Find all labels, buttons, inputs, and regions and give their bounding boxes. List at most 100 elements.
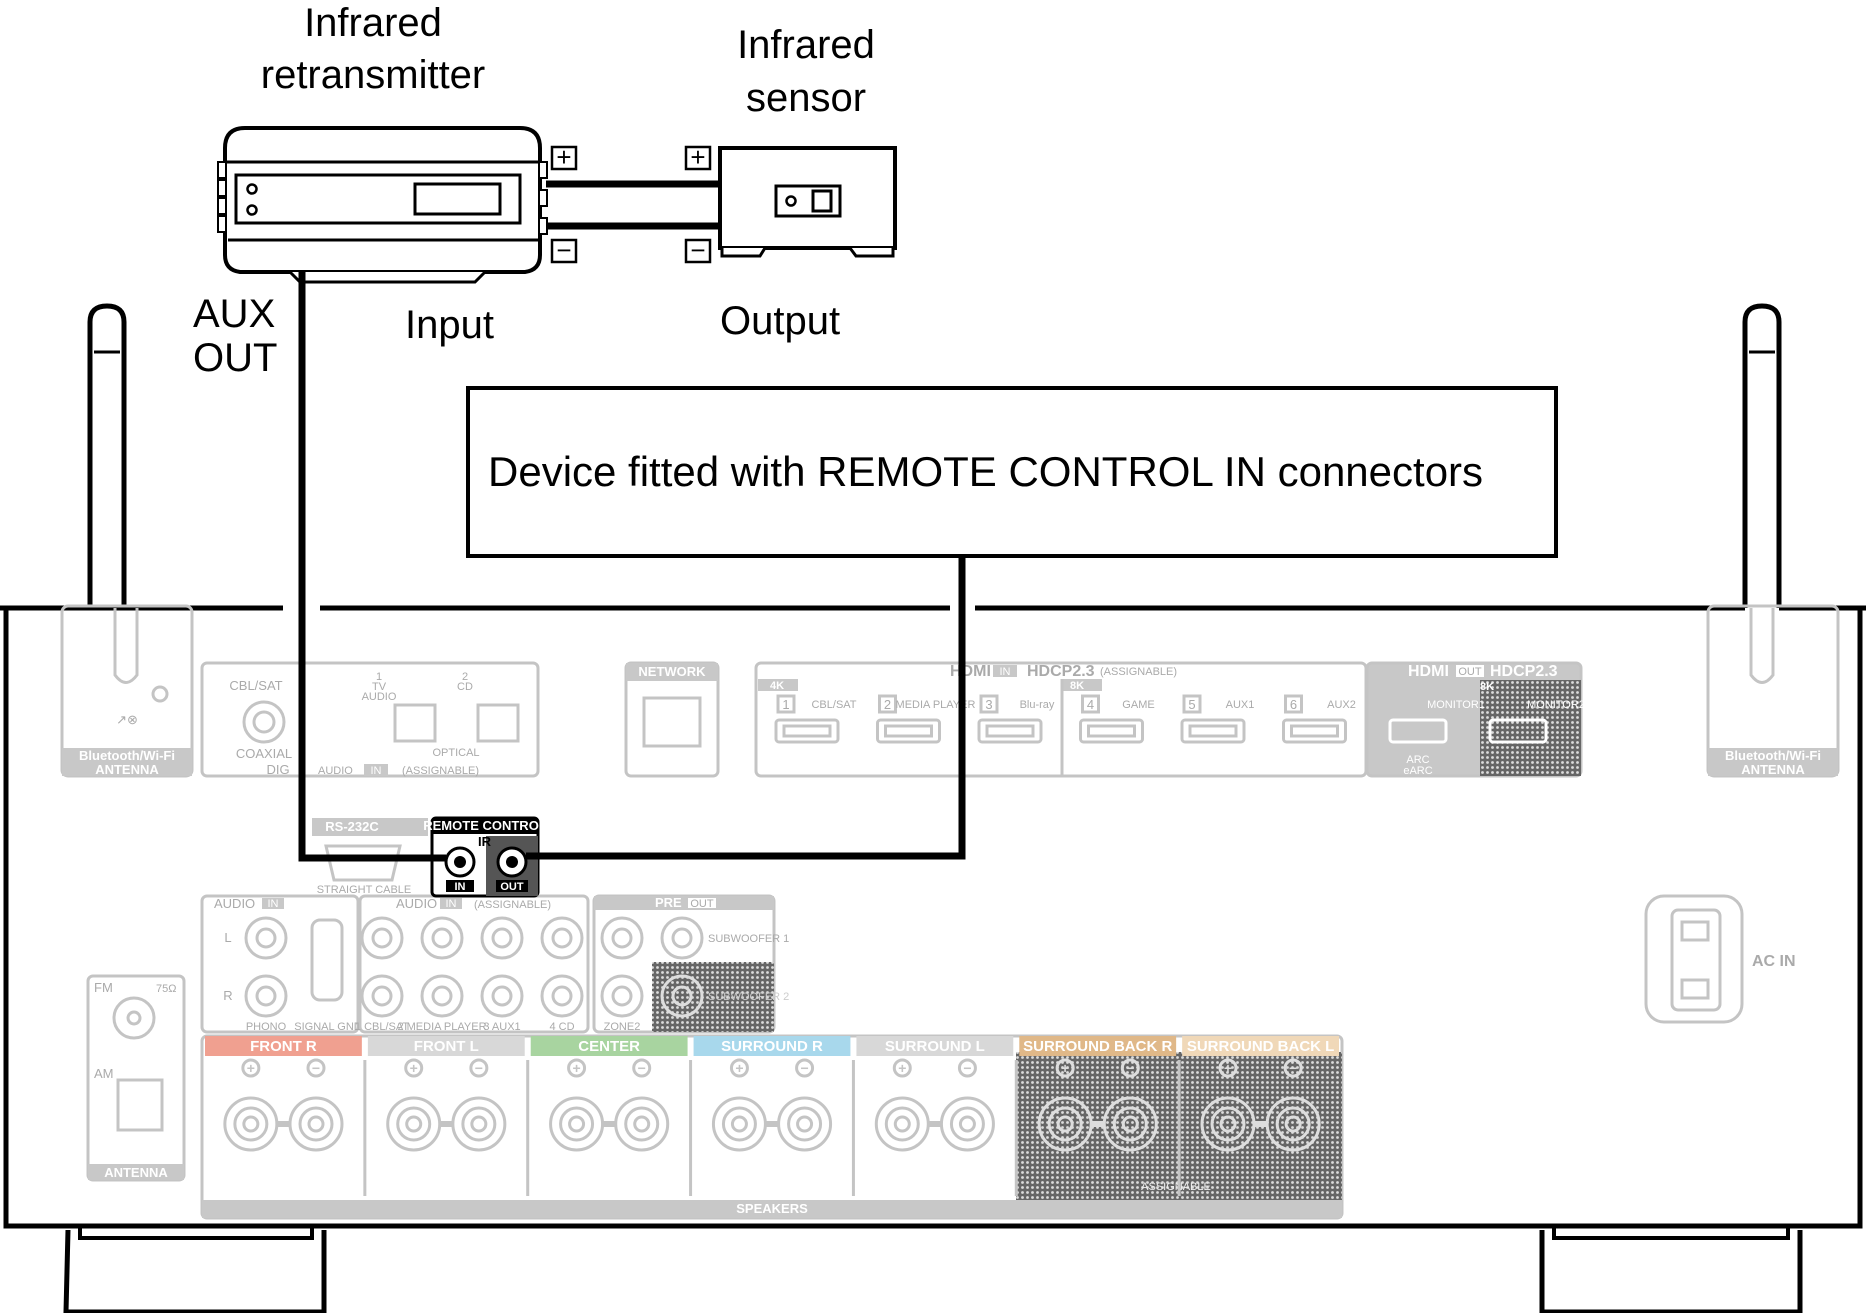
audio-input-label: 2 MEDIA PLAYER bbox=[397, 1021, 486, 1033]
signal-gnd-label: SIGNAL GND bbox=[294, 1021, 361, 1033]
rear-panel: ↗⊗ Bluetooth/Wi-Fi ANTENNA Bluetooth/Wi-… bbox=[60, 604, 1840, 1220]
optical-1-number: 1 bbox=[376, 671, 382, 683]
speaker-terminal-group: SURROUND L+− bbox=[851, 1036, 1014, 1196]
channel-r-label: R bbox=[223, 988, 232, 1003]
am-label: AM bbox=[94, 1066, 114, 1081]
optical-2-label: CD bbox=[457, 681, 473, 693]
optical-label: OPTICAL bbox=[432, 747, 479, 759]
phono-label: PHONO bbox=[246, 1021, 287, 1033]
speaker-terminal-plus[interactable]: + bbox=[223, 1058, 279, 1152]
ac-in-section: AC IN bbox=[1644, 894, 1796, 1024]
speaker-terminal-plus[interactable]: + bbox=[549, 1058, 605, 1152]
audio-input-label: 3 AUX1 bbox=[483, 1021, 520, 1033]
speaker-terminal-minus[interactable]: − bbox=[1265, 1058, 1321, 1152]
audio-in-assignable: (ASSIGNABLE) bbox=[474, 899, 551, 911]
hdmi-out-hdcp: HDCP2.3 bbox=[1490, 663, 1558, 680]
network-section: NETWORK bbox=[624, 661, 720, 778]
infrared-retransmitter bbox=[217, 126, 548, 284]
audio-input-pair[interactable]: 1 CBL/SAT bbox=[355, 916, 409, 1033]
speaker-polarity-sign: − bbox=[312, 1060, 320, 1076]
minus-sign: − bbox=[556, 235, 571, 265]
channel-l-label: L bbox=[224, 930, 231, 945]
speaker-terminal-minus[interactable]: − bbox=[939, 1058, 995, 1152]
digital-audio-label: AUDIO bbox=[318, 765, 353, 777]
audio-input-pair[interactable]: 3 AUX1 bbox=[480, 916, 524, 1033]
bt-antenna-label-line2: ANTENNA bbox=[95, 762, 159, 777]
speaker-terminal-minus[interactable]: − bbox=[777, 1058, 833, 1152]
audio-in-badge: IN bbox=[446, 898, 457, 910]
audio-input-pair[interactable]: 2 MEDIA PLAYER bbox=[397, 916, 487, 1033]
hdmi-port-number: 1 bbox=[782, 697, 789, 712]
speaker-polarity-sign: − bbox=[1126, 1060, 1134, 1076]
zone2-label: ZONE2 bbox=[604, 1021, 641, 1033]
aux-out-label-line2: OUT bbox=[193, 336, 277, 380]
rs232c-section: RS-232C STRAIGHT CABLE bbox=[312, 818, 428, 896]
hdmi-port-name: Blu-ray bbox=[1020, 699, 1055, 711]
pre-out-section: PRE OUT ZONE2 SUBWOOFER 1 SUBWOOFER 2 bbox=[592, 894, 789, 1034]
sensor-label-line2: sensor bbox=[746, 76, 866, 120]
hdmi-port-number: 4 bbox=[1087, 697, 1094, 712]
network-label: NETWORK bbox=[638, 664, 706, 679]
audio-input-pair[interactable]: 4 CD bbox=[540, 916, 584, 1033]
coaxial-label: COAXIAL bbox=[236, 746, 292, 761]
left-antenna bbox=[87, 303, 127, 608]
digital-assignable-label: (ASSIGNABLE) bbox=[402, 765, 479, 777]
speakers-assignable-label: ASSIGNABLE bbox=[1141, 1181, 1211, 1193]
monitor2-label: MONITOR2 bbox=[1527, 699, 1585, 711]
receiver-chassis bbox=[0, 605, 1866, 1313]
speaker-terminal-group: CENTER + − bbox=[526, 1036, 688, 1196]
audio-in-title: AUDIO bbox=[396, 896, 437, 911]
hdmi-port-name: AUX2 bbox=[1327, 699, 1356, 711]
speaker-terminal-minus[interactable]: − bbox=[614, 1058, 670, 1152]
sensor-label-line1: Infrared bbox=[737, 23, 875, 67]
speaker-terminal-minus[interactable]: − bbox=[451, 1058, 507, 1152]
hdmi-in-port[interactable]: 3 Blu-ray bbox=[977, 694, 1055, 744]
speaker-terminal-group: FRONT L+− bbox=[363, 1036, 525, 1196]
ir-label: IR bbox=[478, 834, 492, 849]
speaker-polarity-sign: + bbox=[247, 1060, 255, 1076]
optical-2-number: 2 bbox=[462, 671, 468, 683]
polarity-markers: + − + − bbox=[550, 142, 712, 265]
speaker-terminal-minus[interactable]: − bbox=[288, 1058, 344, 1152]
speakers-section: SPEAKERS ASSIGNABLE FRONT R+−FRONT L+−CE… bbox=[200, 1034, 1344, 1220]
remote-control-label: REMOTE CONTROL bbox=[423, 818, 547, 833]
subwoofer2-label: SUBWOOFER 2 bbox=[708, 991, 789, 1003]
hdmi-port-name: MEDIA PLAYER bbox=[896, 699, 976, 711]
aux-out-label-line1: AUX bbox=[193, 292, 275, 336]
hdmi-in-assignable: (ASSIGNABLE) bbox=[1100, 666, 1177, 678]
device-callout: Device fitted with REMOTE CONTROL IN con… bbox=[466, 386, 1558, 558]
coaxial-input-label: CBL/SAT bbox=[229, 678, 282, 693]
speaker-group-label: CENTER bbox=[578, 1038, 640, 1055]
hdmi-port-number: 3 bbox=[985, 697, 992, 712]
audio-in-phono-badge: IN bbox=[268, 898, 279, 910]
fm-am-antenna-section: FM 75Ω AM ANTENNA bbox=[86, 974, 186, 1182]
speaker-terminal-plus[interactable]: + bbox=[874, 1058, 930, 1152]
earc-label: eARC bbox=[1403, 765, 1432, 777]
bt-antenna-label-line2: ANTENNA bbox=[1741, 762, 1805, 777]
remote-in-label: IN bbox=[455, 881, 466, 893]
speaker-terminal-group: SURROUND BACK L+− bbox=[1177, 1036, 1339, 1196]
hdmi-in-port[interactable]: 5 AUX1 bbox=[1180, 694, 1255, 744]
pre-out-badge: OUT bbox=[690, 898, 714, 910]
subwoofer1-label: SUBWOOFER 1 bbox=[708, 933, 789, 945]
hdmi-out-8k-badge: 8K bbox=[1480, 681, 1494, 693]
speaker-polarity-sign: + bbox=[1224, 1060, 1232, 1076]
speaker-terminal-plus[interactable]: + bbox=[711, 1058, 767, 1152]
speaker-polarity-sign: + bbox=[572, 1060, 580, 1076]
minus-sign: − bbox=[690, 235, 705, 265]
hdmi-port-name: AUX1 bbox=[1226, 699, 1255, 711]
speaker-terminal-plus[interactable]: + bbox=[386, 1058, 442, 1152]
digital-in-badge: IN bbox=[371, 765, 382, 777]
right-antenna bbox=[1742, 303, 1782, 608]
rs232c-label: RS-232C bbox=[325, 819, 379, 834]
hdmi-in-hdcp: HDCP2.3 bbox=[1027, 663, 1095, 680]
straight-cable-label: STRAIGHT CABLE bbox=[317, 884, 412, 896]
ac-in-label: AC IN bbox=[1752, 953, 1796, 970]
hdmi-port-number: 5 bbox=[1188, 697, 1195, 712]
